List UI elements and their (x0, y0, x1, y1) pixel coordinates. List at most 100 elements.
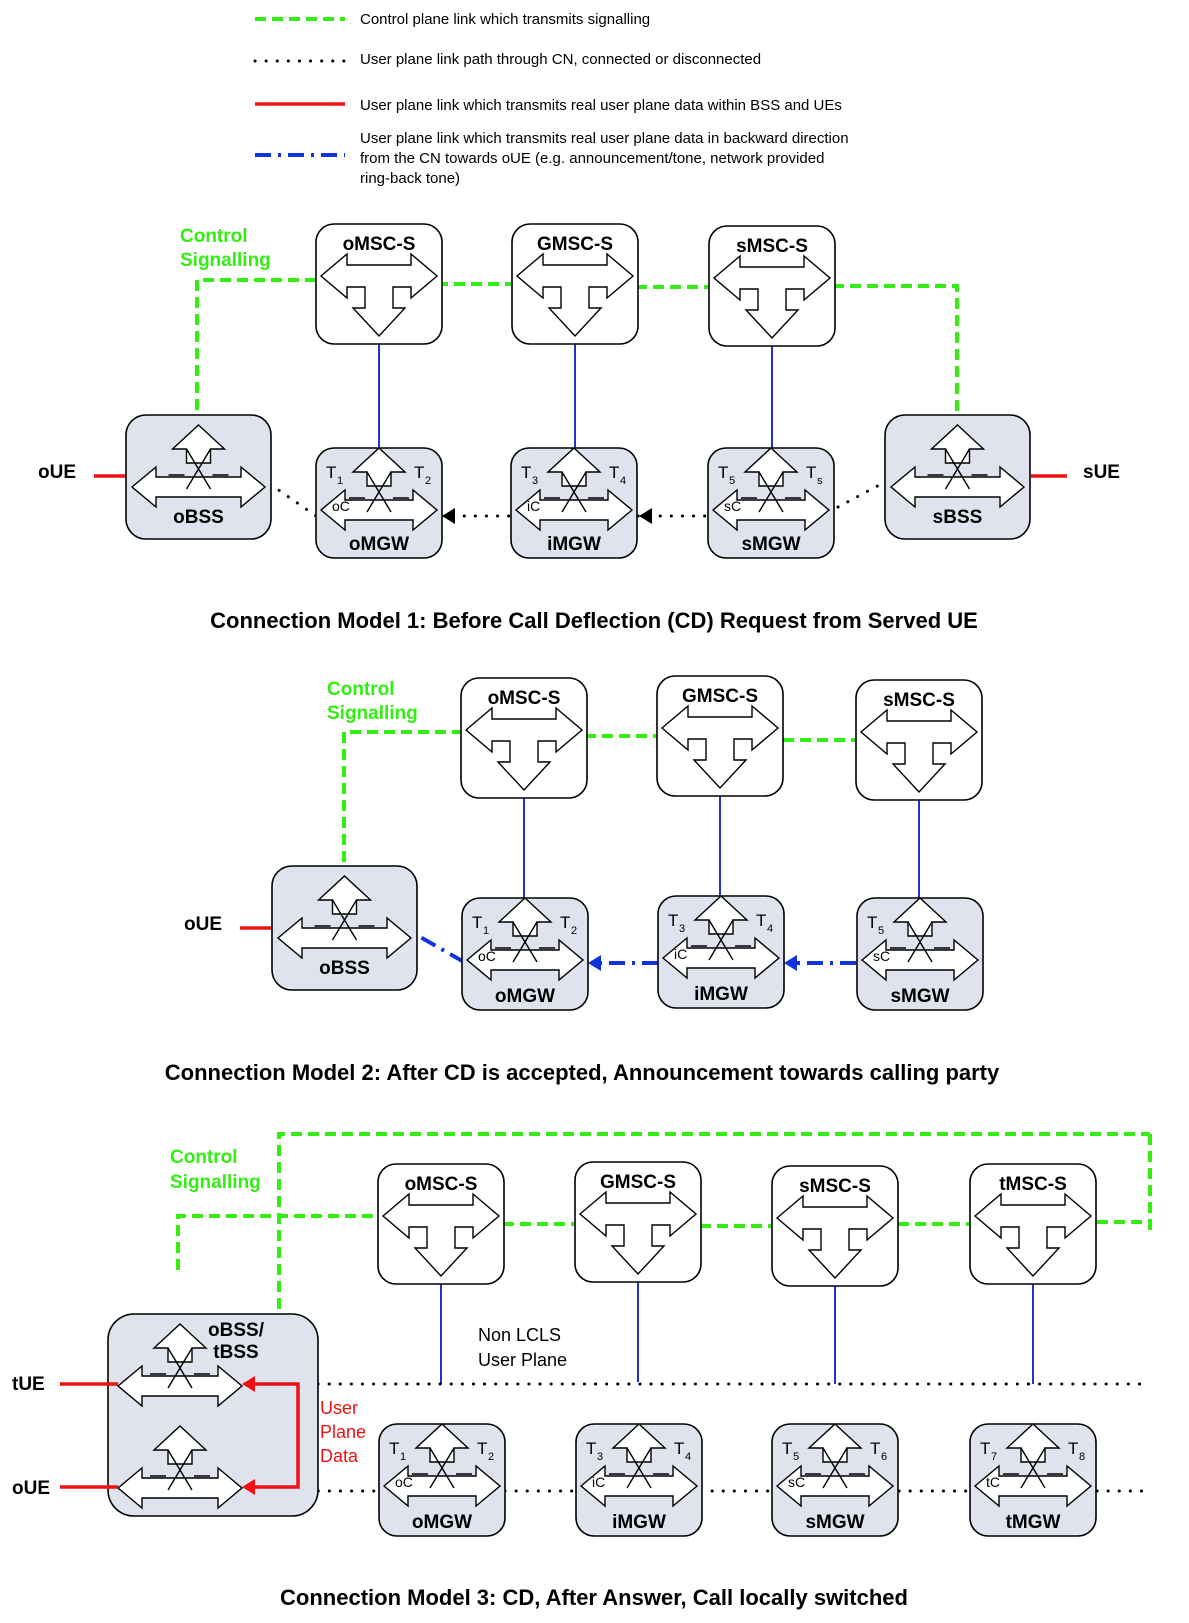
control-link (195, 278, 316, 410)
msc-node: oMSC-S (315, 223, 443, 345)
termination-left: T (586, 1439, 596, 1458)
termination-left: T (326, 463, 336, 482)
context-label: tC (986, 1474, 1000, 1490)
msc-switch-icon (464, 706, 584, 792)
user-plane-data-label: Data (320, 1446, 359, 1466)
non-lcls-label: User Plane (478, 1350, 567, 1370)
control-label: Signalling (327, 703, 418, 724)
switch-icon (465, 897, 585, 982)
msc-label: GMSC-S (682, 686, 758, 707)
mgw-label: oMGW (412, 1512, 472, 1533)
legend-text-backward: ring-back tone) (360, 170, 460, 187)
msc-switch-icon (319, 252, 439, 338)
termination-right: T (756, 911, 766, 930)
termination-right-sub: 4 (767, 923, 773, 935)
control-link (176, 1214, 378, 1270)
termination-right-sub: 8 (1079, 1451, 1085, 1463)
msc-node: oMSC-S (460, 677, 588, 799)
termination-left: T (867, 913, 877, 932)
control-link (342, 730, 463, 862)
control-label: Control (327, 679, 395, 700)
context-label: oC (478, 948, 496, 964)
context-label: iC (592, 1474, 605, 1490)
mgw-label: sMGW (805, 1512, 864, 1533)
termination-right-sub: 2 (488, 1451, 494, 1463)
switch-icon (319, 447, 439, 532)
termination-left-sub: 3 (597, 1451, 603, 1463)
termination-right-sub: 6 (881, 1451, 887, 1463)
termination-left: T (472, 913, 482, 932)
switch-icon (276, 875, 413, 960)
termination-left: T (718, 463, 728, 482)
termination-right: T (560, 913, 570, 932)
msc-node: tMSC-S (969, 1163, 1097, 1285)
msc-node: GMSC-S (656, 675, 784, 797)
msc-node: GMSC-S (511, 223, 639, 345)
arrow-head (784, 955, 797, 971)
msc-label: oMSC-S (343, 234, 416, 255)
msc-node: sMSC-S (708, 225, 836, 347)
termination-left-sub: 7 (991, 1451, 997, 1463)
local-switch-link (252, 1382, 300, 1489)
msc-switch-icon (660, 704, 780, 790)
legend: Control plane link which transmits signa… (253, 11, 849, 187)
termination-left-sub: 3 (679, 923, 685, 935)
bss-label: tBSS (213, 1342, 258, 1363)
termination-left-sub: 5 (878, 925, 884, 937)
termination-left-sub: 1 (400, 1451, 406, 1463)
switch-icon (711, 447, 831, 532)
ue-label: oUE (38, 462, 76, 483)
termination-right: T (870, 1439, 880, 1458)
msc-label: GMSC-S (537, 234, 613, 255)
ue-label: oUE (12, 1478, 50, 1499)
msc-label: tMSC-S (999, 1174, 1067, 1195)
termination-right-sub: 4 (620, 475, 626, 487)
msc-switch-icon (775, 1194, 895, 1280)
ue-label: oUE (184, 914, 222, 935)
arrow-head (588, 955, 601, 971)
backward-link (414, 932, 465, 964)
ue-label: sUE (1083, 462, 1120, 483)
switch-icon (514, 447, 634, 532)
control-label: Signalling (170, 1172, 261, 1193)
arrow-head (242, 1479, 255, 1495)
termination-right: T (806, 463, 816, 482)
legend-text-backward: from the CN towards oUE (e.g. announceme… (360, 150, 824, 167)
model-caption: Connection Model 3: CD, After Answer, Ca… (280, 1585, 908, 1610)
msc-node: sMSC-S (771, 1165, 899, 1287)
bss-node: sBSS (884, 414, 1031, 540)
context-label: oC (332, 498, 350, 514)
msc-switch-icon (712, 254, 832, 340)
control-label: Control (180, 226, 248, 247)
msc-node: GMSC-S (574, 1161, 702, 1283)
mgw-label: sMGW (741, 534, 800, 555)
msc-label: sMSC-S (736, 236, 808, 257)
msc-switch-icon (381, 1192, 501, 1278)
termination-right: T (1068, 1439, 1078, 1458)
mgw-label: iMGW (612, 1512, 666, 1533)
termination-left: T (521, 463, 531, 482)
bss-label: oBSS (319, 958, 370, 979)
ue-label: tUE (12, 1374, 45, 1395)
switch-icon (973, 1423, 1093, 1508)
bss-node: oBSS/tBSS (107, 1313, 319, 1517)
termination-left-sub: 5 (729, 475, 735, 487)
msc-switch-icon (859, 708, 979, 794)
termination-right: T (414, 463, 424, 482)
legend-text-control: Control plane link which transmits signa… (360, 11, 650, 28)
termination-left: T (782, 1439, 792, 1458)
mgw-label: oMGW (349, 534, 409, 555)
switch-icon (130, 424, 267, 509)
context-label: sC (873, 948, 890, 964)
context-label: sC (724, 498, 741, 514)
termination-right-sub: s (817, 475, 823, 487)
msc-label: oMSC-S (405, 1174, 478, 1195)
